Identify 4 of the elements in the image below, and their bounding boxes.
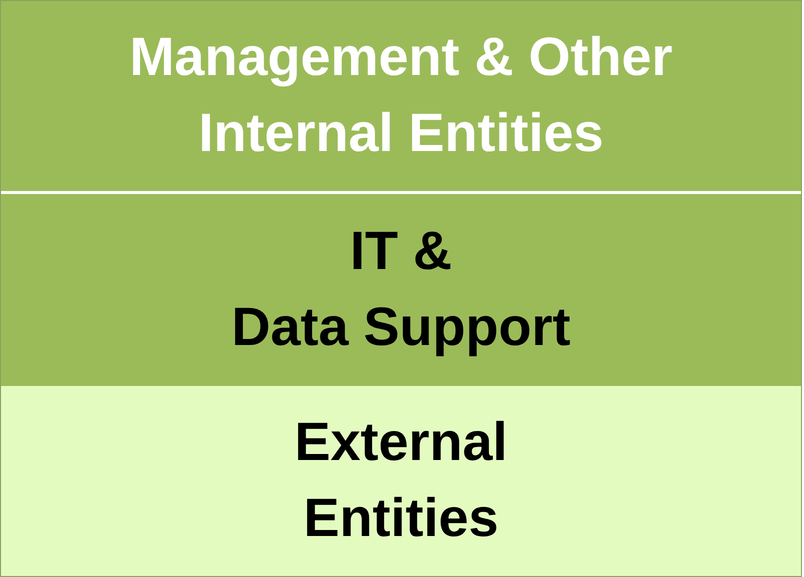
layer-title: IT & Data Support — [231, 220, 570, 359]
layer-band — [1, 386, 801, 576]
layer-title: External Entities — [294, 411, 508, 550]
layer-title: Management & Other Internal Entities — [129, 26, 673, 165]
